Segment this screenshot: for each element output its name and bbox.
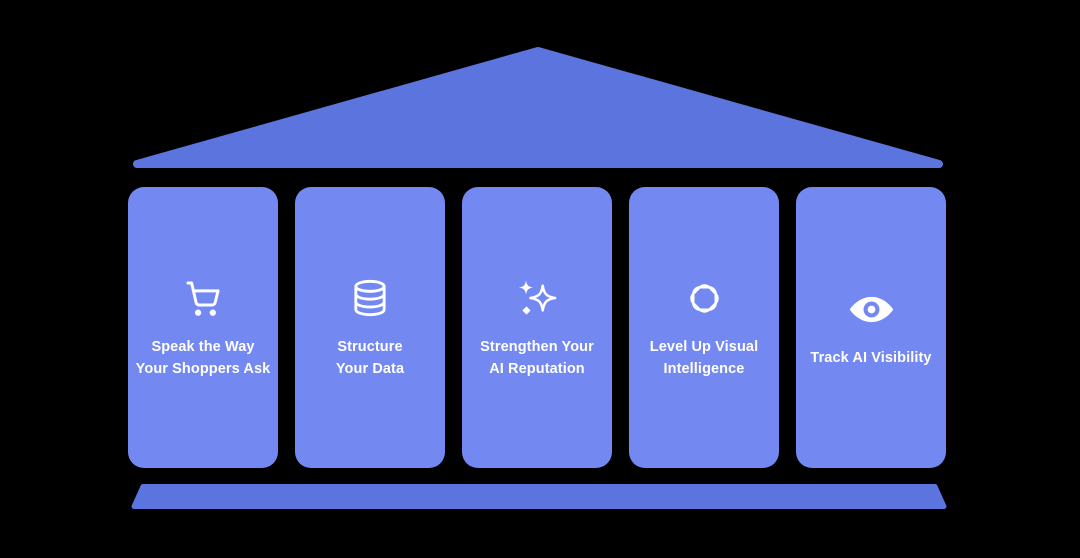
- pillar-ai-visibility: Track AI Visibility: [796, 187, 946, 468]
- pillar-label: Strengthen Your AI Reputation: [480, 336, 594, 380]
- label-line: AI Reputation: [489, 361, 585, 377]
- pillar-structure-data: Structure Your Data: [295, 187, 445, 468]
- pillar-label: Track AI Visibility: [810, 347, 931, 369]
- pillar-row: Speak the Way Your Shoppers Ask Structur…: [128, 187, 946, 468]
- roof-pediment: [133, 47, 943, 168]
- shopping-cart-icon: [182, 275, 224, 321]
- database-icon: [350, 275, 390, 321]
- sparkles-icon: [516, 275, 558, 321]
- label-line: Your Data: [335, 361, 405, 377]
- eye-icon: [848, 286, 895, 332]
- label-line: Your Shoppers Ask: [135, 361, 271, 377]
- label-line: Structure: [337, 339, 403, 355]
- pillar-label: Level Up Visual Intelligence: [650, 336, 758, 380]
- foundation-bar: [131, 484, 947, 509]
- label-line: Level Up Visual: [649, 339, 759, 355]
- pillar-visual-intelligence: Level Up Visual Intelligence: [629, 187, 779, 468]
- pillar-label: Speak the Way Your Shoppers Ask: [136, 336, 271, 380]
- label-line: Intelligence: [663, 361, 745, 377]
- label-line: Speak the Way: [151, 339, 255, 355]
- pillar-speak-the-way: Speak the Way Your Shoppers Ask: [128, 187, 278, 468]
- label-line: Strengthen Your: [480, 339, 594, 355]
- flower-star-icon: [682, 275, 727, 321]
- pillar-ai-reputation: Strengthen Your AI Reputation: [462, 187, 612, 468]
- label-line: Track AI Visibility: [810, 350, 932, 366]
- pillar-label: Structure Your Data: [336, 336, 404, 380]
